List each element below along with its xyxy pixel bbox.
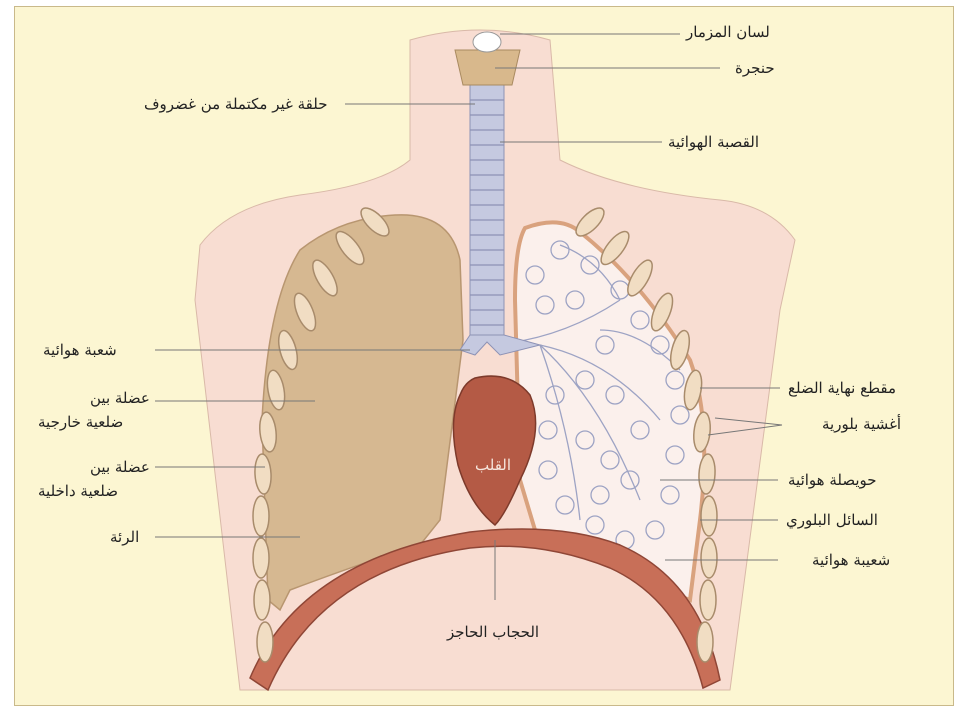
label-alveolus: حويصلة هوائية — [788, 470, 877, 490]
label-cartilage-ring: حلقة غير مكتملة من غضروف — [144, 94, 328, 114]
epiglottis — [473, 32, 501, 52]
label-pleura: أغشية بلورية — [822, 414, 901, 434]
label-heart: القلب — [475, 455, 511, 475]
label-bronchiole: شعيبة هوائية — [812, 550, 890, 570]
label-rib-section: مقطع نهاية الضلع — [788, 378, 896, 398]
label-bronchus: شعبة هوائية — [43, 340, 117, 360]
label-internal-intercostal-line1: عضلة بين — [90, 457, 150, 477]
label-diaphragm: الحجاب الحاجز — [447, 622, 539, 642]
label-epiglottis: لسان المزمار — [686, 22, 770, 42]
label-internal-intercostal-line2: ضلعية داخلية — [38, 481, 118, 501]
label-external-intercostal-line2: ضلعية خارجية — [38, 412, 123, 432]
label-trachea: القصبة الهوائية — [668, 132, 759, 152]
label-lung: الرئة — [110, 527, 139, 547]
label-larynx: حنجرة — [735, 58, 775, 78]
label-external-intercostal-line1: عضلة بين — [90, 388, 150, 408]
label-pleural-fluid: السائل البلوري — [786, 510, 878, 530]
